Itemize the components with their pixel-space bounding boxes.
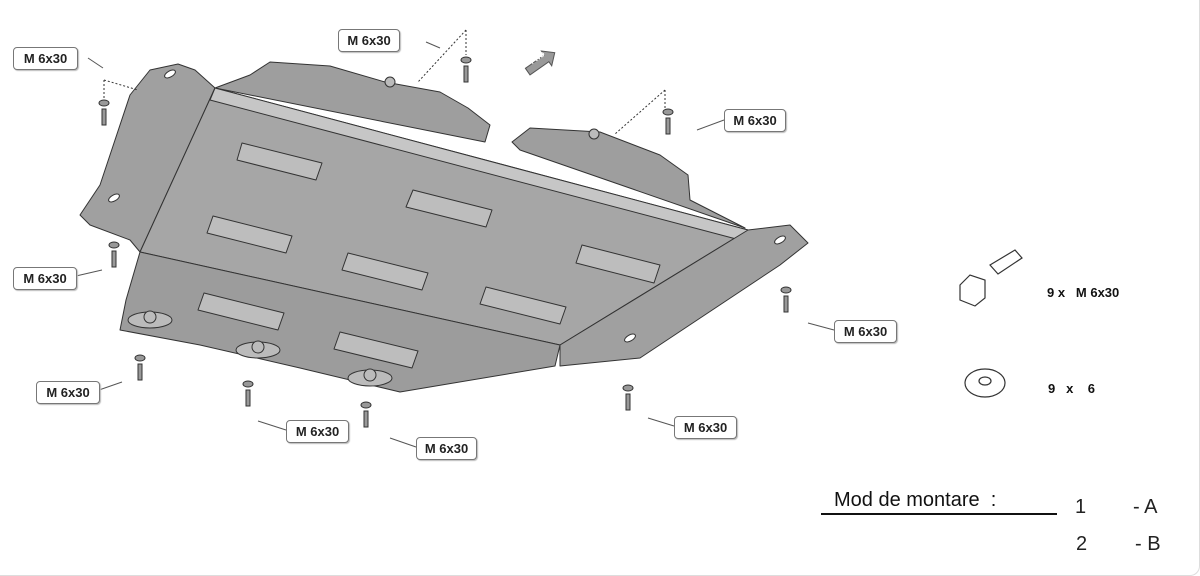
bolt-icon	[242, 380, 254, 407]
callout-label: M 6x30	[674, 416, 737, 439]
legend-num-1: 1	[1075, 496, 1087, 518]
callout-label: M 6x30	[286, 420, 349, 443]
legend-val-2: - B	[1135, 533, 1161, 555]
bolt-quantity: 9 x M 6x30	[1047, 285, 1120, 300]
bolt-icon	[622, 384, 634, 411]
embossed-recesses	[197, 142, 661, 369]
fwd-arrow-icon	[524, 50, 556, 76]
guide-lines	[103, 29, 666, 135]
callout-label: M 6x30	[338, 29, 400, 52]
hex-bolt-icon	[959, 249, 1023, 307]
bolt-icon	[108, 241, 120, 268]
bolt-icon	[780, 286, 792, 313]
legend-title: Mod de montare :	[834, 489, 997, 511]
flange-holes	[108, 69, 786, 343]
callout-label: M 6x30	[13, 267, 77, 290]
leader-lines	[75, 41, 835, 448]
callout-label: M 6x30	[36, 381, 100, 404]
bolt-icon	[460, 56, 472, 83]
mounting-nuts	[127, 76, 600, 387]
callout-label: M 6x30	[834, 320, 897, 343]
callout-label: M 6x30	[724, 109, 786, 132]
bolt-icon	[98, 99, 110, 126]
bolts	[98, 56, 792, 428]
callout-label: M 6x30	[416, 437, 477, 460]
washer-icon	[964, 368, 1006, 398]
rear-bracket-right	[511, 127, 746, 229]
plate-front-face	[119, 251, 561, 393]
legend-num-2: 2	[1076, 533, 1088, 555]
callout-label: M 6x30	[13, 47, 78, 70]
legend-val-1: - A	[1133, 496, 1158, 518]
rear-bracket-left	[214, 61, 491, 143]
right-flange	[559, 224, 809, 367]
legend-underline	[821, 513, 1057, 515]
bolt-icon	[360, 401, 372, 428]
bolt-icon	[134, 354, 146, 381]
bolt-icon	[662, 108, 674, 135]
washer-quantity: 9 x 6	[1048, 381, 1095, 396]
left-flange	[79, 63, 216, 253]
